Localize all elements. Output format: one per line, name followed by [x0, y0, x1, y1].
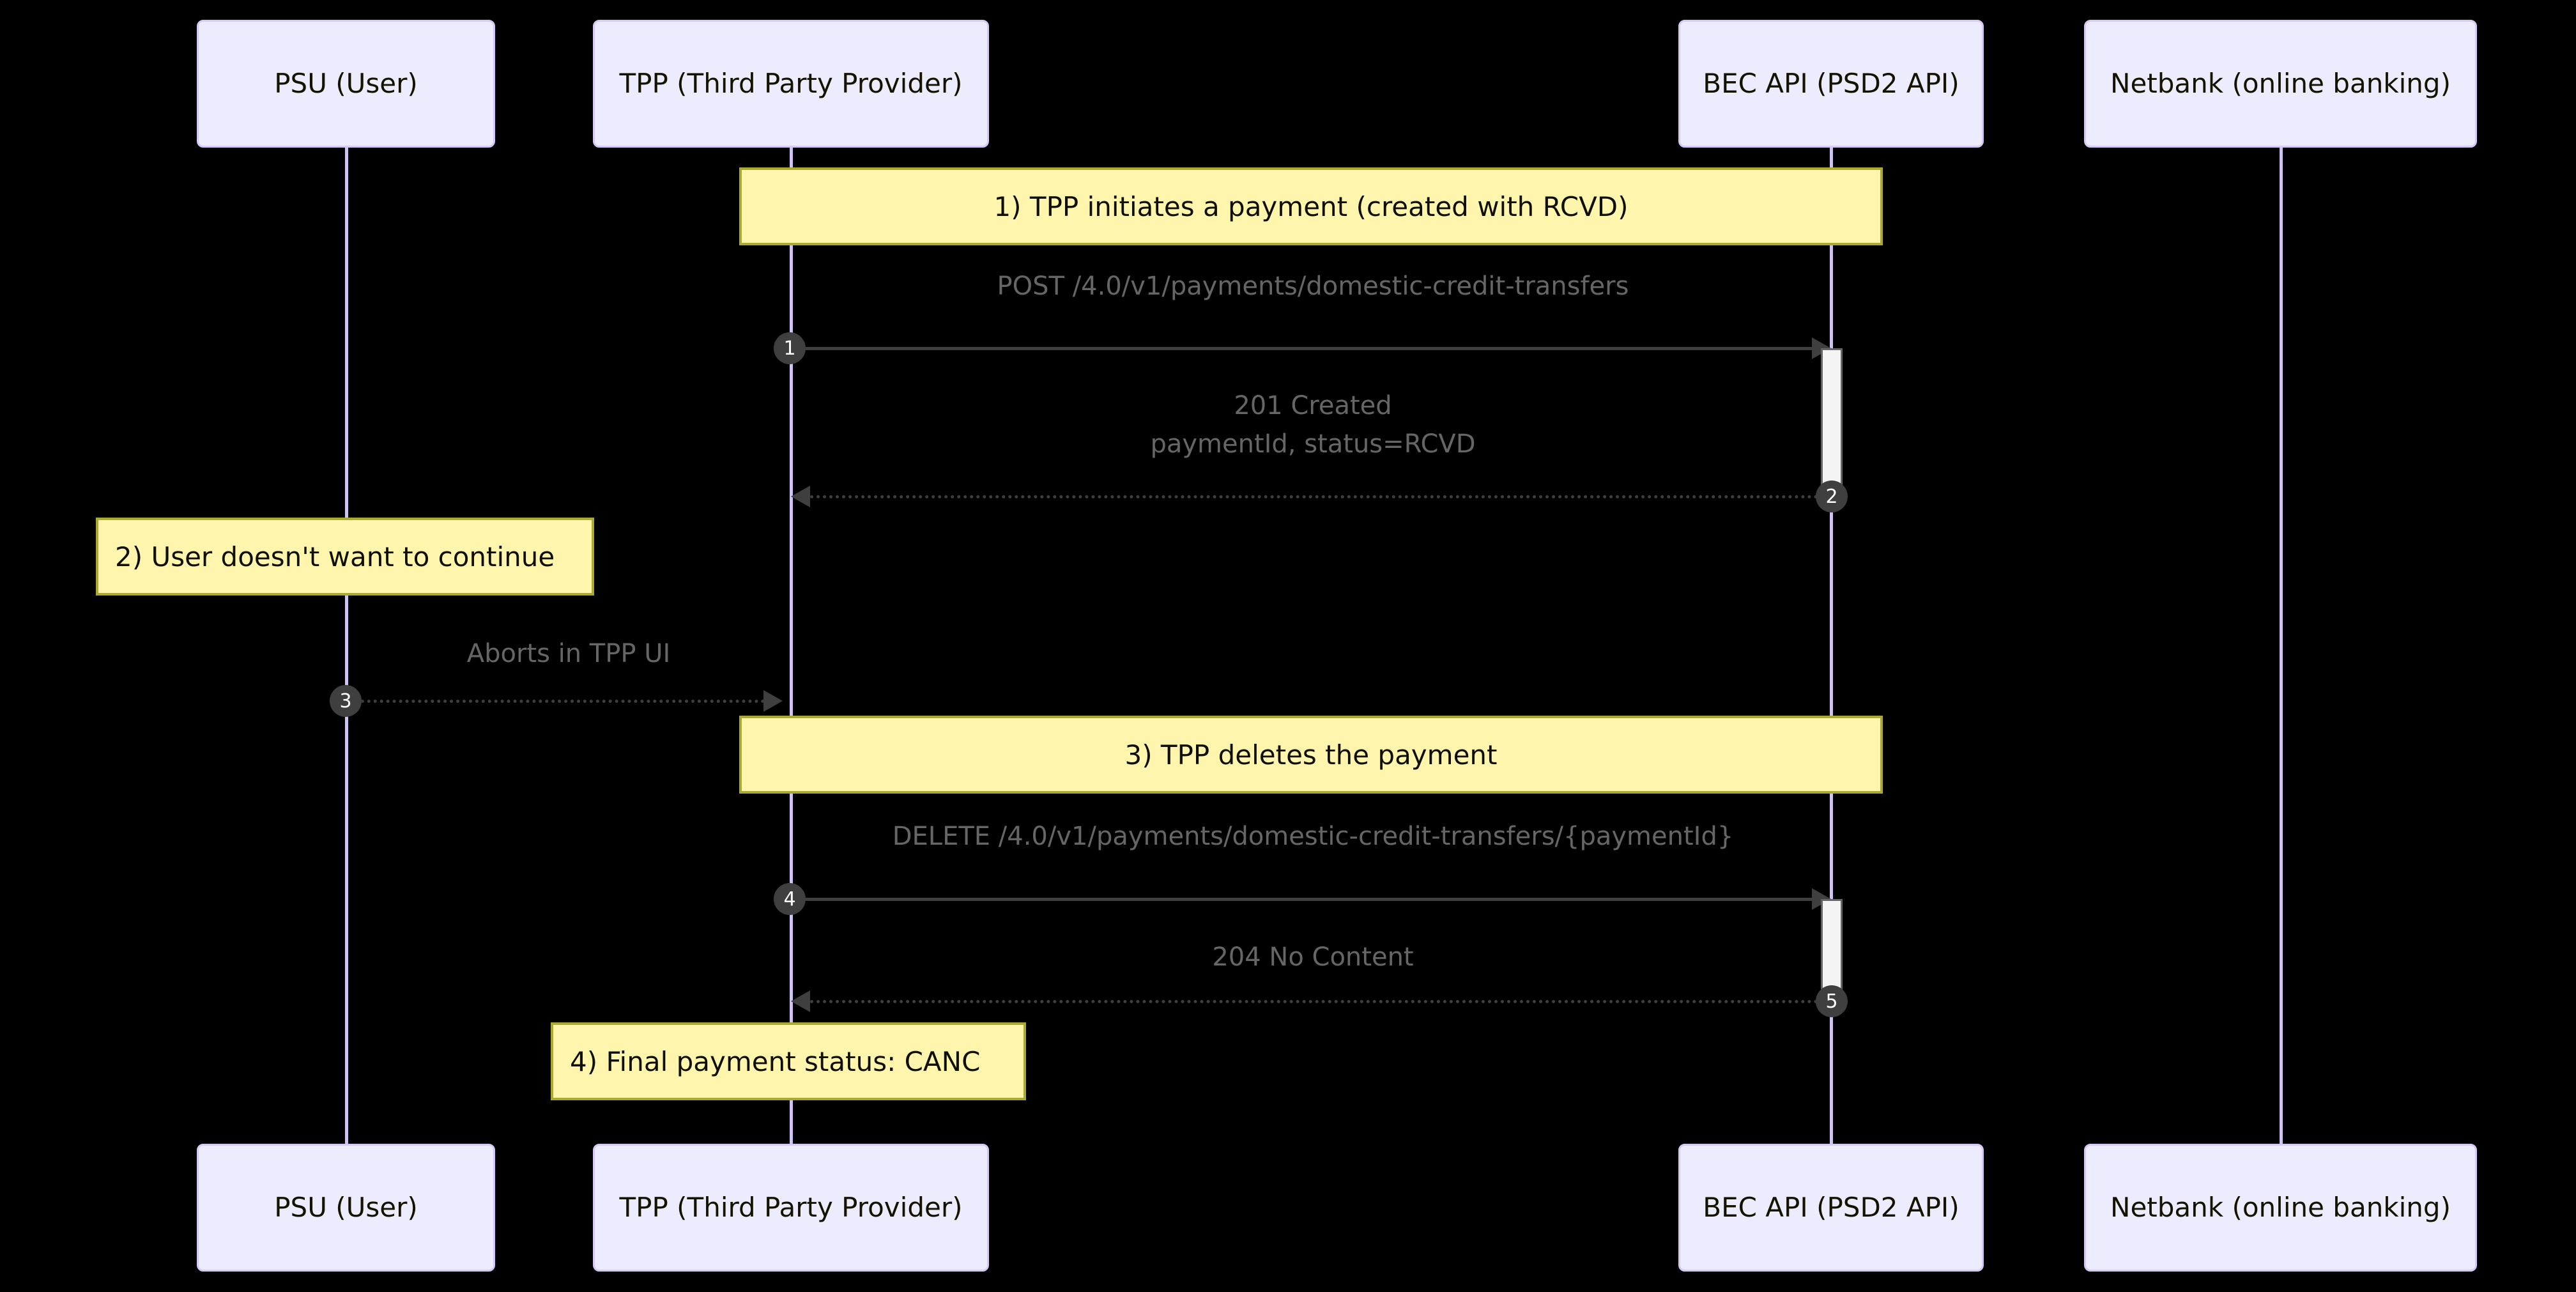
- lifeline-tpp: [790, 148, 793, 1144]
- note-4: 4) Final payment status: CANC: [551, 1022, 1026, 1100]
- message-1-seq-badge: 1: [774, 332, 806, 364]
- note-2-text: 2) User doesn't want to continue: [115, 541, 555, 573]
- participant-bec-top[interactable]: BEC API (PSD2 API): [1678, 20, 1984, 148]
- message-1-line: [792, 347, 1814, 350]
- participant-netbank-top[interactable]: Netbank (online banking): [2084, 20, 2477, 148]
- note-2: 2) User doesn't want to continue: [96, 518, 594, 596]
- note-3: 3) TPP deletes the payment: [739, 716, 1883, 794]
- message-3-line: [348, 700, 765, 703]
- activation-bec-2: [1821, 899, 1843, 1001]
- participant-psu-top[interactable]: PSU (User): [197, 20, 495, 148]
- message-2-arrowhead: [791, 486, 810, 507]
- message-4-seq-badge: 4: [774, 883, 806, 915]
- participant-psu-bottom-label: PSU (User): [274, 1191, 418, 1223]
- participant-psu-top-label: PSU (User): [274, 67, 418, 99]
- participant-bec-bottom-label: BEC API (PSD2 API): [1703, 1191, 1959, 1223]
- participant-bec-bottom[interactable]: BEC API (PSD2 API): [1678, 1144, 1984, 1272]
- participant-netbank-bottom[interactable]: Netbank (online banking): [2084, 1144, 2477, 1272]
- message-4-label-line-1: DELETE /4.0/v1/payments/domestic-credit-…: [892, 822, 1734, 851]
- message-2-seq-badge: 2: [1816, 481, 1848, 512]
- participant-bec-top-label: BEC API (PSD2 API): [1703, 67, 1959, 99]
- note-1-text: 1) TPP initiates a payment (created with…: [993, 190, 1629, 222]
- participant-tpp-top-label: TPP (Third Party Provider): [619, 67, 963, 99]
- participant-netbank-bottom-label: Netbank (online banking): [2110, 1191, 2451, 1223]
- participant-psu-bottom[interactable]: PSU (User): [197, 1144, 495, 1272]
- note-1: 1) TPP initiates a payment (created with…: [739, 167, 1883, 245]
- activation-bec-1: [1821, 348, 1843, 497]
- message-5-label-line-1: 204 No Content: [1212, 942, 1414, 972]
- message-1-label-line-1: POST /4.0/v1/payments/domestic-credit-tr…: [997, 272, 1629, 301]
- message-4-line: [792, 898, 1814, 901]
- note-4-text: 4) Final payment status: CANC: [570, 1045, 981, 1077]
- message-3-label-line-1: Aborts in TPP UI: [466, 639, 671, 668]
- lifeline-netbank: [2280, 148, 2283, 1144]
- lifeline-bec: [1830, 148, 1833, 1144]
- message-3-arrowhead: [763, 690, 783, 712]
- message-5-arrowhead: [791, 990, 810, 1012]
- note-3-text: 3) TPP deletes the payment: [1124, 739, 1498, 771]
- participant-tpp-bottom-label: TPP (Third Party Provider): [619, 1191, 963, 1223]
- message-3-seq-badge: 3: [330, 685, 362, 717]
- participant-tpp-top[interactable]: TPP (Third Party Provider): [593, 20, 989, 148]
- message-2-label-line-1: 201 Created: [1234, 391, 1392, 420]
- message-5-seq-badge: 5: [1816, 985, 1848, 1017]
- participant-tpp-bottom[interactable]: TPP (Third Party Provider): [593, 1144, 989, 1272]
- message-2-line: [810, 495, 1825, 498]
- participant-netbank-top-label: Netbank (online banking): [2110, 67, 2451, 99]
- message-5-line: [810, 1000, 1825, 1003]
- lifeline-psu: [345, 148, 348, 1144]
- message-2-label-line-2: paymentId, status=RCVD: [1150, 429, 1476, 459]
